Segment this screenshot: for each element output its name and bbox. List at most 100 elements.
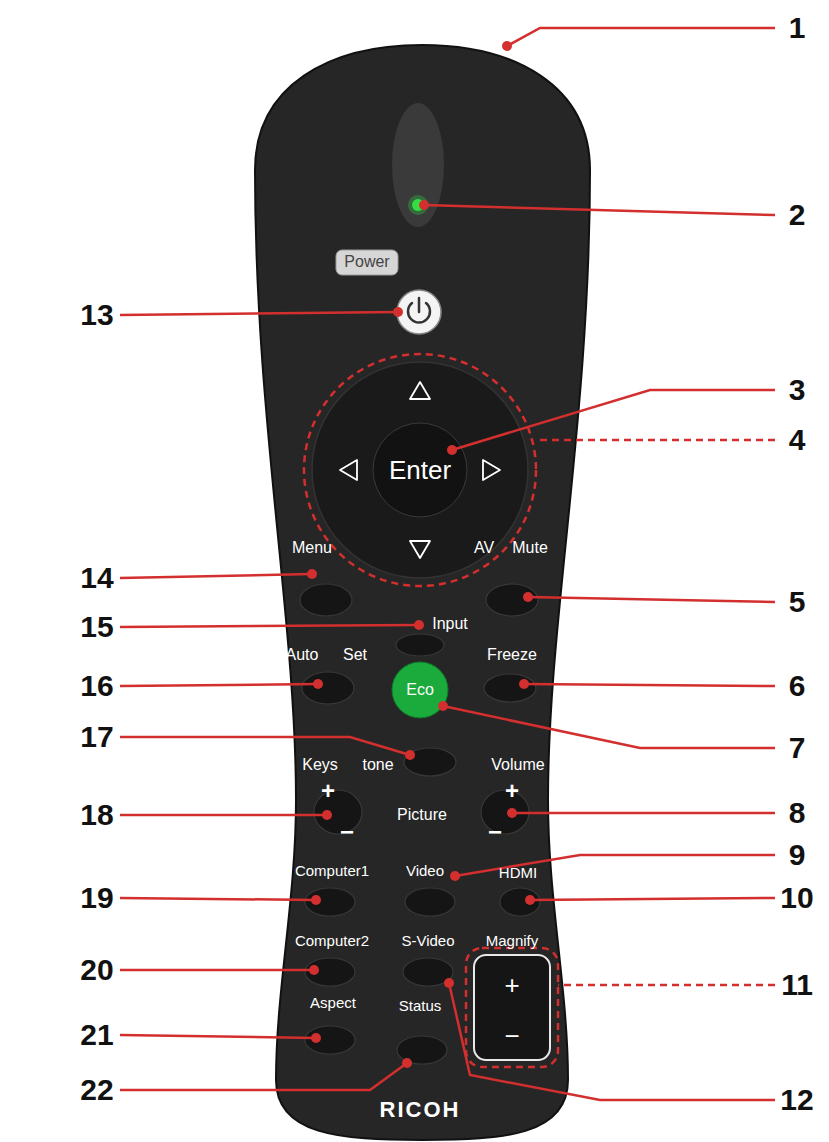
leader-dots — [307, 41, 535, 1068]
leader-dot — [502, 41, 512, 51]
leader-dot — [523, 592, 533, 602]
arrow-symbols — [340, 382, 500, 558]
magnify-bracket — [466, 948, 558, 1067]
leader-dot — [447, 445, 457, 455]
callout-number: 15 — [80, 612, 113, 642]
computer1-button — [305, 888, 355, 916]
dpad-ring — [304, 354, 536, 586]
button-label: Status — [399, 998, 442, 1013]
leader-line — [530, 898, 775, 900]
ir-window — [392, 103, 444, 227]
callout-number: 14 — [80, 563, 113, 593]
menu-button — [300, 584, 352, 616]
callout-number: 7 — [789, 733, 806, 763]
leader-line — [507, 28, 775, 46]
arrow-left — [340, 460, 357, 480]
leader-dot — [393, 307, 403, 317]
video-button — [405, 888, 455, 916]
avmute-button — [486, 584, 538, 616]
leader-line — [120, 898, 316, 900]
button-label: Input — [432, 616, 468, 632]
leader-dot — [311, 1033, 321, 1043]
magnify-rocker — [474, 955, 550, 1060]
leader-dot — [311, 895, 321, 905]
arrow-right — [483, 460, 500, 480]
leader-dot — [313, 679, 323, 689]
leader-dot — [402, 1058, 412, 1068]
leader-line — [452, 390, 775, 450]
leader-line — [524, 684, 775, 686]
leader-line — [558, 984, 775, 987]
button-label: S-Video — [401, 933, 454, 948]
eco-button — [392, 662, 448, 718]
leader-dot — [438, 701, 448, 711]
callout-number: 11 — [781, 970, 813, 1000]
callout-number: 2 — [789, 200, 806, 230]
leader-dot — [419, 200, 429, 210]
leader-dot — [450, 871, 460, 881]
leader-line — [443, 706, 775, 748]
button-label: Picture — [397, 807, 447, 823]
callout-number: 5 — [789, 587, 806, 617]
button-sign: + — [505, 779, 519, 803]
input-button — [396, 634, 444, 656]
button-label: Keys — [302, 757, 338, 773]
leader-line — [540, 439, 775, 442]
callout-number: 3 — [789, 375, 806, 405]
leader-line — [449, 983, 775, 1100]
leader-lines — [120, 28, 775, 1100]
button-label: Computer1 — [295, 863, 369, 878]
callout-number: 20 — [80, 955, 113, 985]
leader-dot — [405, 750, 415, 760]
leader-line — [120, 574, 312, 578]
leader-line — [424, 205, 775, 215]
button-sign: − — [488, 820, 502, 844]
button-label: Power — [344, 254, 389, 270]
leader-dot — [444, 978, 454, 988]
computer2-button — [305, 958, 355, 986]
button-label: Video — [406, 863, 444, 878]
leader-line — [528, 597, 775, 602]
button-label: Magnify — [486, 933, 539, 948]
button-label: Menu — [292, 540, 332, 556]
leader-dot — [307, 569, 317, 579]
button-sign: − — [340, 820, 354, 844]
led-glow — [408, 195, 428, 215]
callout-number: 12 — [780, 1085, 813, 1115]
leader-line — [120, 312, 398, 315]
leader-line — [512, 812, 775, 815]
button-sign: + — [504, 972, 519, 998]
button-sign: − — [504, 1023, 519, 1049]
callout-number: 8 — [789, 798, 806, 828]
aspect-button — [305, 1026, 355, 1054]
leader-dot — [519, 679, 529, 689]
dpad — [312, 362, 528, 578]
power-icon — [408, 298, 430, 322]
button-label: tone — [362, 757, 393, 773]
power-button — [397, 290, 441, 334]
leader-line — [120, 737, 410, 755]
button-label: Aspect — [310, 995, 356, 1010]
arrow-up — [410, 382, 430, 399]
leader-line — [120, 684, 318, 686]
button-label: AV — [474, 540, 494, 556]
leader-dot — [414, 620, 424, 630]
callout-number: 6 — [789, 671, 806, 701]
power-badge — [336, 250, 398, 275]
button-label: Computer2 — [295, 933, 369, 948]
leader-dot — [507, 808, 517, 818]
leader-line — [120, 625, 419, 627]
button-label: Freeze — [487, 647, 537, 663]
callout-number: 9 — [789, 840, 806, 870]
callout-number: 21 — [80, 1020, 113, 1050]
callout-number: 17 — [80, 722, 113, 752]
leader-dot — [525, 895, 535, 905]
autoset-button — [302, 672, 354, 704]
brand-logo: RICOH — [380, 1099, 461, 1121]
callout-number: 22 — [80, 1075, 113, 1105]
button-label: Set — [343, 647, 367, 663]
arrow-down — [410, 541, 430, 558]
leader-line — [120, 1035, 316, 1038]
callout-number: 10 — [780, 883, 813, 913]
